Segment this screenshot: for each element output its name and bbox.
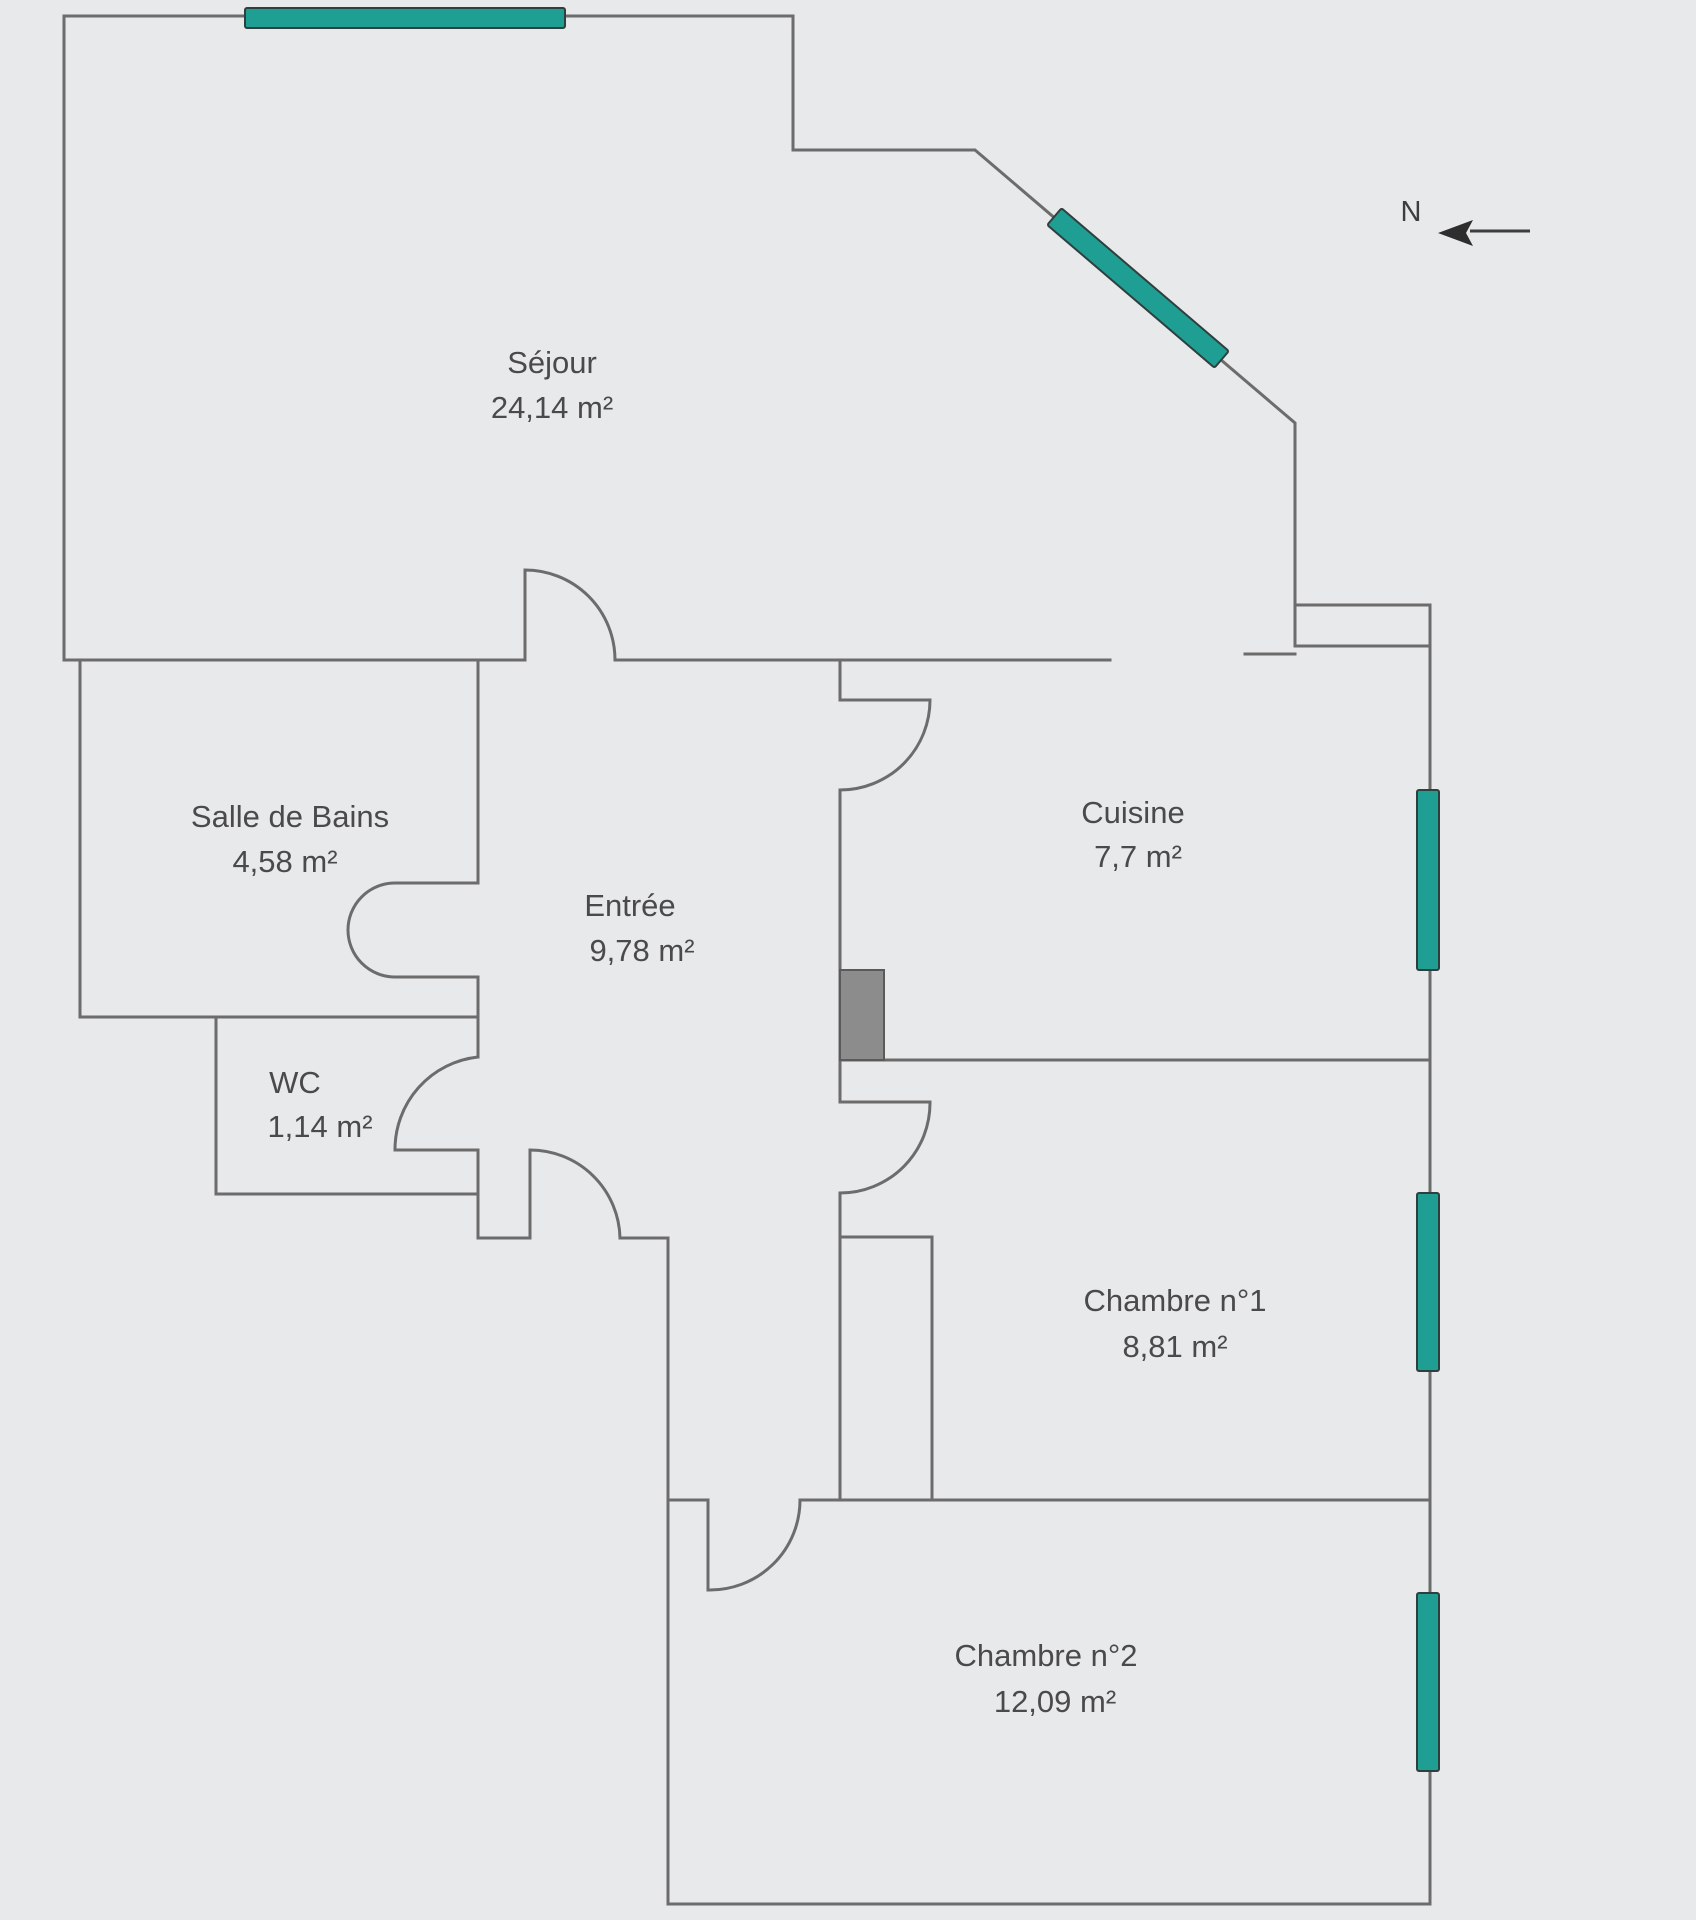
compass: N <box>1401 196 1530 246</box>
wall-wc <box>214 1015 480 1196</box>
room-labels: Séjour 24,14 m² Salle de Bains 4,58 m² W… <box>191 345 1267 1719</box>
room-name: Chambre n°1 <box>1084 1283 1267 1318</box>
doors <box>346 568 932 1592</box>
room-area: 1,14 m² <box>267 1109 372 1144</box>
door-sejour <box>523 568 617 661</box>
windows <box>244 7 1440 1772</box>
room-chambre-1: Chambre n°1 8,81 m² <box>1084 1283 1267 1364</box>
room-area: 8,81 m² <box>1122 1329 1227 1364</box>
room-wc: WC 1,14 m² <box>267 1065 372 1144</box>
window-chambre2 <box>1416 1592 1440 1772</box>
wall-sejour-outline <box>62 14 1297 662</box>
room-salle-de-bains: Salle de Bains 4,58 m² <box>191 799 389 879</box>
duct <box>839 969 885 1061</box>
exterior-walls <box>62 14 1432 1906</box>
compass-letter: N <box>1401 196 1422 228</box>
room-name: WC <box>269 1065 321 1100</box>
window-cuisine <box>1416 789 1440 971</box>
window-sejour-diagonal <box>1047 208 1229 368</box>
door-salle-de-bains <box>346 881 478 979</box>
room-name: Salle de Bains <box>191 799 389 834</box>
room-name: Chambre n°2 <box>955 1638 1138 1673</box>
room-area: 9,78 m² <box>589 933 694 968</box>
door-cuisine <box>839 698 932 792</box>
door-wc <box>393 1055 479 1151</box>
room-chambre-2: Chambre n°2 12,09 m² <box>955 1638 1138 1719</box>
room-area: 7,7 m² <box>1094 839 1182 874</box>
room-sejour: Séjour 24,14 m² <box>491 345 613 425</box>
room-name: Séjour <box>507 345 597 380</box>
interior-walls <box>78 652 1432 1502</box>
wall-entree-corridor-left <box>618 1236 670 1502</box>
room-area: 24,14 m² <box>491 390 613 425</box>
room-area: 12,09 m² <box>994 1684 1116 1719</box>
wall-east-outline <box>666 603 1432 1906</box>
door-entree-corridor <box>528 1148 622 1239</box>
room-name: Entrée <box>584 888 675 923</box>
room-name: Cuisine <box>1081 795 1184 830</box>
wall-closet-chambre1 <box>838 1235 934 1502</box>
room-entree: Entrée 9,78 m² <box>584 888 694 968</box>
compass-arrow-icon <box>1438 220 1473 246</box>
room-area: 4,58 m² <box>232 844 337 879</box>
window-chambre1 <box>1416 1192 1440 1372</box>
window-sejour-top <box>244 7 566 29</box>
door-chambre1 <box>839 1100 932 1195</box>
wall-salle-de-bains <box>78 658 480 1019</box>
room-cuisine: Cuisine 7,7 m² <box>1081 795 1184 874</box>
door-chambre2 <box>706 1499 802 1592</box>
